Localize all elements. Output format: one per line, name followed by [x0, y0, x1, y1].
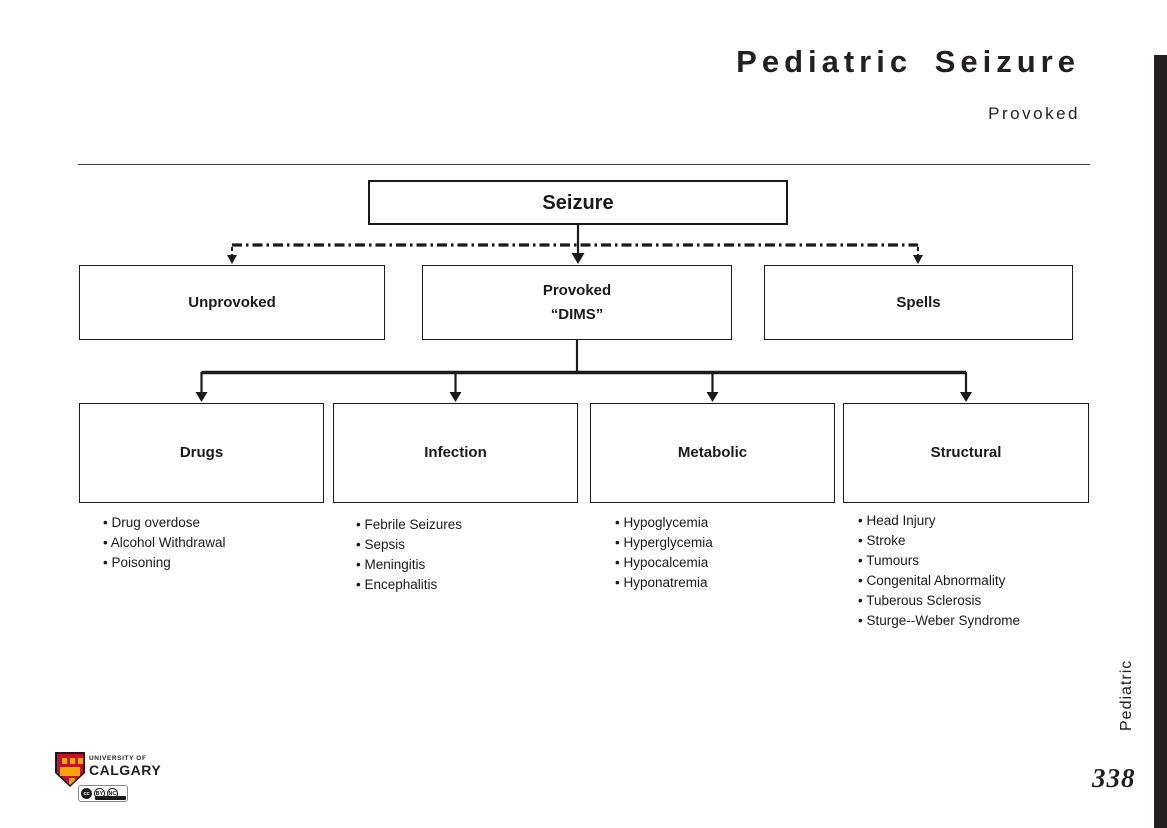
node-seizure-label: Seizure [542, 191, 614, 214]
drugs-list: Drug overdoseAlcohol WithdrawalPoisoning [103, 513, 226, 573]
list-item: Congenital Abnormality [858, 571, 1020, 591]
arrowhead-spells [913, 255, 923, 264]
header-rule [78, 164, 1090, 165]
list-item: Hypoglycemia [615, 513, 713, 533]
list-item: Drug overdose [103, 513, 226, 533]
list-item: Hyponatremia [615, 573, 713, 593]
list-item: Tumours [858, 551, 1020, 571]
node-spells: Spells [764, 265, 1073, 340]
node-infection-label: Infection [424, 444, 487, 461]
list-item: Alcohol Withdrawal [103, 533, 226, 553]
node-unprovoked-label: Unprovoked [188, 293, 276, 311]
arrowhead-drugs [195, 392, 208, 402]
page-subtitle: Provoked [988, 104, 1080, 123]
page-title: Pediatric Seizure [736, 44, 1080, 79]
list-item: Hyperglycemia [615, 533, 712, 553]
arrowhead-structural [960, 392, 972, 402]
page-number: 338 [1092, 763, 1136, 793]
list-item: Hypocalcemia [615, 553, 713, 573]
logo-wordmark: UNIVERSITY OF CALGARY [89, 752, 161, 778]
node-provoked-sublabel: “DIMS” [550, 305, 604, 323]
node-unprovoked: Unprovoked [79, 265, 385, 340]
crest-icon [55, 752, 85, 787]
node-provoked: Provoked “DIMS” [422, 265, 732, 340]
list-item: Meningitis [356, 555, 462, 575]
arrowhead-provoked [571, 253, 585, 264]
node-structural: Structural [843, 403, 1089, 503]
node-seizure: Seizure [368, 180, 788, 225]
list-item: Head Injury [858, 511, 1020, 531]
metabolic-list: HypoglycemiaHyperglycemiaHypocalcemiaHyp… [615, 513, 713, 593]
arrowhead-infection [449, 392, 462, 402]
arrowhead-metabolic [706, 392, 719, 402]
list-item: Stroke [858, 531, 1020, 551]
cc-license-badge: cc BY NC [78, 785, 128, 802]
list-item: Sturge--Weber Syndrome [858, 611, 1020, 631]
node-metabolic-label: Metabolic [677, 444, 748, 461]
list-item: Sepsis [356, 535, 462, 555]
list-item: Febrile Seizures [356, 515, 462, 535]
structural-list: Head InjuryStrokeTumoursCongenital Abnor… [858, 511, 1020, 631]
node-metabolic: Metabolic [590, 403, 835, 503]
node-drugs-label: Drugs [179, 444, 224, 461]
arrowhead-unprovoked [227, 255, 237, 264]
node-spells-label: Spells [896, 293, 941, 311]
list-item: Tuberous Sclerosis [858, 591, 1020, 611]
infection-list: Febrile SeizuresSepsisMeningitisEncephal… [356, 515, 462, 595]
cc-icon: cc [81, 788, 92, 799]
node-infection: Infection [333, 403, 578, 503]
university-of-calgary-logo: UNIVERSITY OF CALGARY [55, 752, 161, 787]
side-tab-bar [1154, 55, 1167, 828]
node-drugs: Drugs [79, 403, 324, 503]
node-provoked-label: Provoked [542, 281, 612, 299]
list-item: Encephalitis [356, 575, 462, 595]
cc-badge-strip [95, 796, 126, 800]
logo-line2: CALGARY [89, 762, 162, 778]
list-item: Poisoning [103, 553, 226, 573]
node-structural-label: Structural [930, 444, 1002, 461]
side-tab-label: Pediatric [1118, 659, 1135, 731]
logo-line1: UNIVERSITY OF [89, 755, 147, 762]
